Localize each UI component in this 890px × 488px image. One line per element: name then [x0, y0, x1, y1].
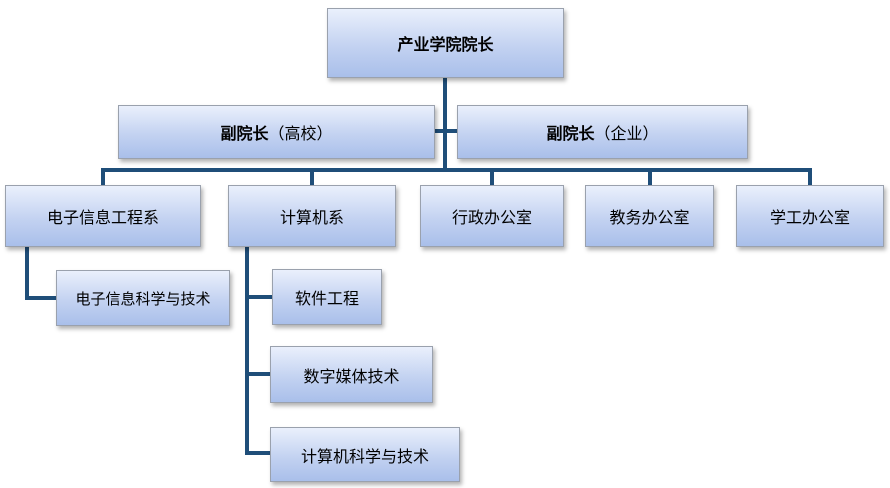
- connector-computer-branch: [245, 246, 249, 455]
- org-node-major-computer-science-tech[interactable]: 计算机科学与技术: [270, 427, 460, 482]
- org-node-dept-electronic-label: 电子信息工程系: [46, 210, 159, 227]
- org-node-vice-dean-enterprise-label: 副院长: [546, 126, 595, 143]
- connector-drop-office-student: [808, 168, 812, 186]
- org-node-major-cs-label: 计算机科学与技术: [300, 448, 429, 466]
- connector-stub-major-eist: [25, 296, 58, 300]
- connector-electronic-branch: [25, 246, 29, 300]
- connector-stub-major-cs: [245, 451, 271, 455]
- org-node-major-electronic-info-science-tech[interactable]: 电子信息科学与技术: [56, 270, 230, 326]
- org-node-major-digital-label: 数字媒体技术: [303, 368, 400, 386]
- org-node-office-academic-affairs[interactable]: 教务办公室: [585, 185, 714, 247]
- connector-drop-dept-computer: [310, 168, 314, 186]
- org-node-dept-electronic-info-engineering[interactable]: 电子信息工程系: [5, 185, 201, 247]
- org-node-major-software-engineering[interactable]: 软件工程: [272, 269, 382, 325]
- connector-drop-office-academic: [648, 168, 652, 186]
- org-node-office-administrative-label: 行政办公室: [451, 210, 532, 227]
- org-node-dept-computer[interactable]: 计算机系: [228, 185, 396, 247]
- org-node-dept-computer-label: 计算机系: [279, 210, 344, 227]
- connector-level3-bus: [101, 168, 812, 172]
- connector-vice-branch: [434, 129, 457, 133]
- org-node-dean-label: 产业学院院长: [397, 37, 494, 54]
- org-node-dean[interactable]: 产业学院院长: [327, 8, 564, 78]
- org-node-vice-dean-university-label: 副院长: [220, 126, 269, 143]
- connector-stub-major-digital: [245, 372, 271, 376]
- org-node-office-administrative[interactable]: 行政办公室: [420, 185, 564, 247]
- connector-dean-trunk: [443, 77, 447, 172]
- org-node-major-software-label: 软件工程: [294, 291, 359, 308]
- org-node-vice-dean-enterprise-suffix: （企业）: [594, 126, 659, 143]
- org-node-office-academic-affairs-label: 教务办公室: [609, 210, 690, 227]
- org-node-major-eist-label: 电子信息科学与技术: [75, 290, 211, 308]
- org-node-office-student-affairs[interactable]: 学工办公室: [736, 185, 884, 247]
- org-node-vice-dean-enterprise[interactable]: 副院长（企业）: [457, 105, 748, 159]
- connector-drop-dept-electronic: [101, 168, 105, 186]
- connector-stub-major-software: [245, 295, 273, 299]
- org-node-major-digital-media-tech[interactable]: 数字媒体技术: [270, 346, 433, 403]
- org-node-vice-dean-university-suffix: （高校）: [268, 126, 333, 143]
- org-node-vice-dean-university[interactable]: 副院长（高校）: [118, 105, 435, 159]
- org-node-office-student-affairs-label: 学工办公室: [769, 210, 850, 227]
- connector-drop-office-admin: [490, 168, 494, 186]
